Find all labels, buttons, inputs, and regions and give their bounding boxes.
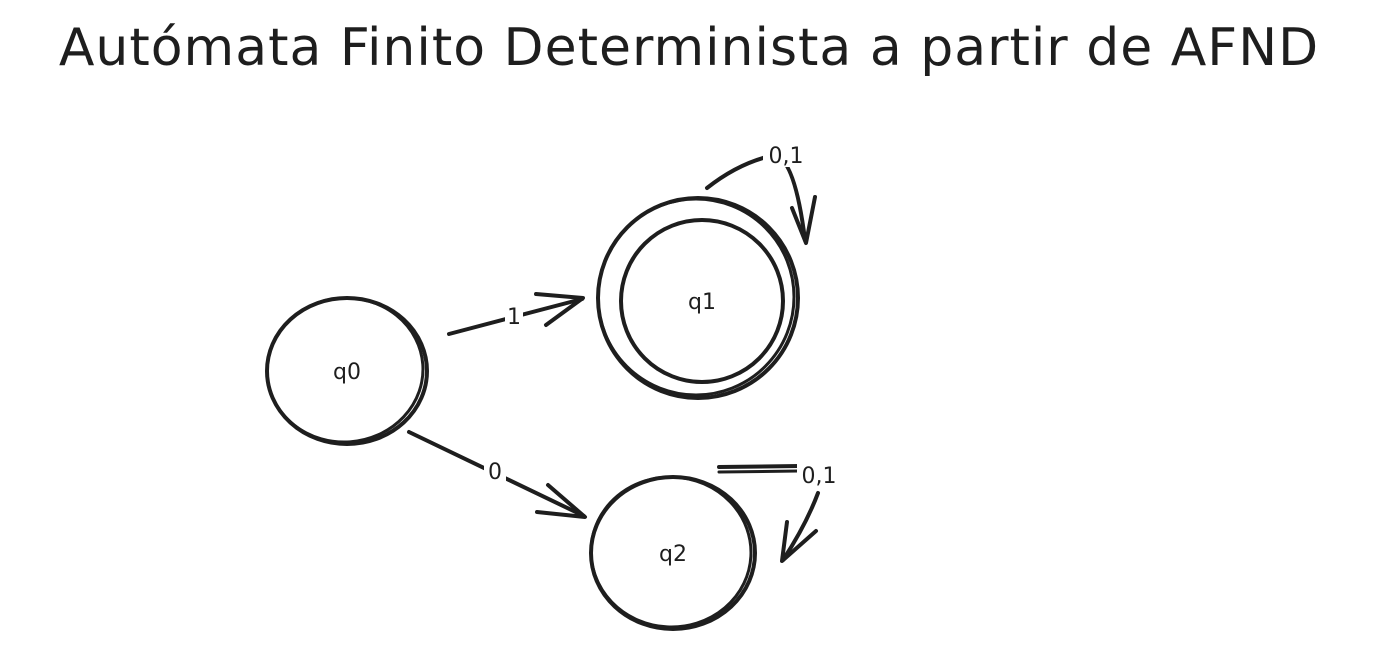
- transition-q2-q2-line-top: [717, 464, 802, 469]
- diagram-title: Autómata Finito Determinista a partir de…: [58, 18, 1320, 78]
- transition-q0-q2-arrowhead: [535, 483, 587, 519]
- transition-q1-q1-label: 0,1: [769, 144, 804, 169]
- state-q2-circle-sketch: [589, 475, 753, 629]
- state-q1-outer-circle-sketch: [596, 197, 796, 397]
- transition-q0-q2: 0: [407, 430, 587, 519]
- state-q1-label: q1: [688, 290, 716, 315]
- transition-q1-q1-arrowhead: [790, 195, 817, 245]
- state-q2-label: q2: [659, 542, 687, 567]
- state-q0-circle-sketch: [265, 296, 425, 444]
- state-q2: q2: [589, 475, 757, 631]
- transition-q2-q2-label: 0,1: [802, 464, 837, 489]
- state-q0-label: q0: [333, 360, 361, 385]
- transition-q0-q1-label: 1: [507, 305, 521, 330]
- transition-q0-q1: 1: [447, 292, 585, 336]
- transition-q0-q1-arrowhead: [534, 292, 585, 327]
- state-q0: q0: [265, 296, 429, 446]
- transition-q1-q1: 0,1: [705, 141, 817, 245]
- transition-q2-q2-line-down: [781, 491, 820, 562]
- state-q1: q1: [596, 196, 800, 400]
- transition-q2-q2: 0,1: [717, 461, 841, 563]
- transition-q2-q2-arrowhead: [780, 520, 818, 563]
- state-q1-inner-circle: [619, 218, 785, 384]
- transition-q0-q2-label: 0: [488, 460, 502, 485]
- transition-q2-q2-line-top-sketch: [717, 469, 800, 474]
